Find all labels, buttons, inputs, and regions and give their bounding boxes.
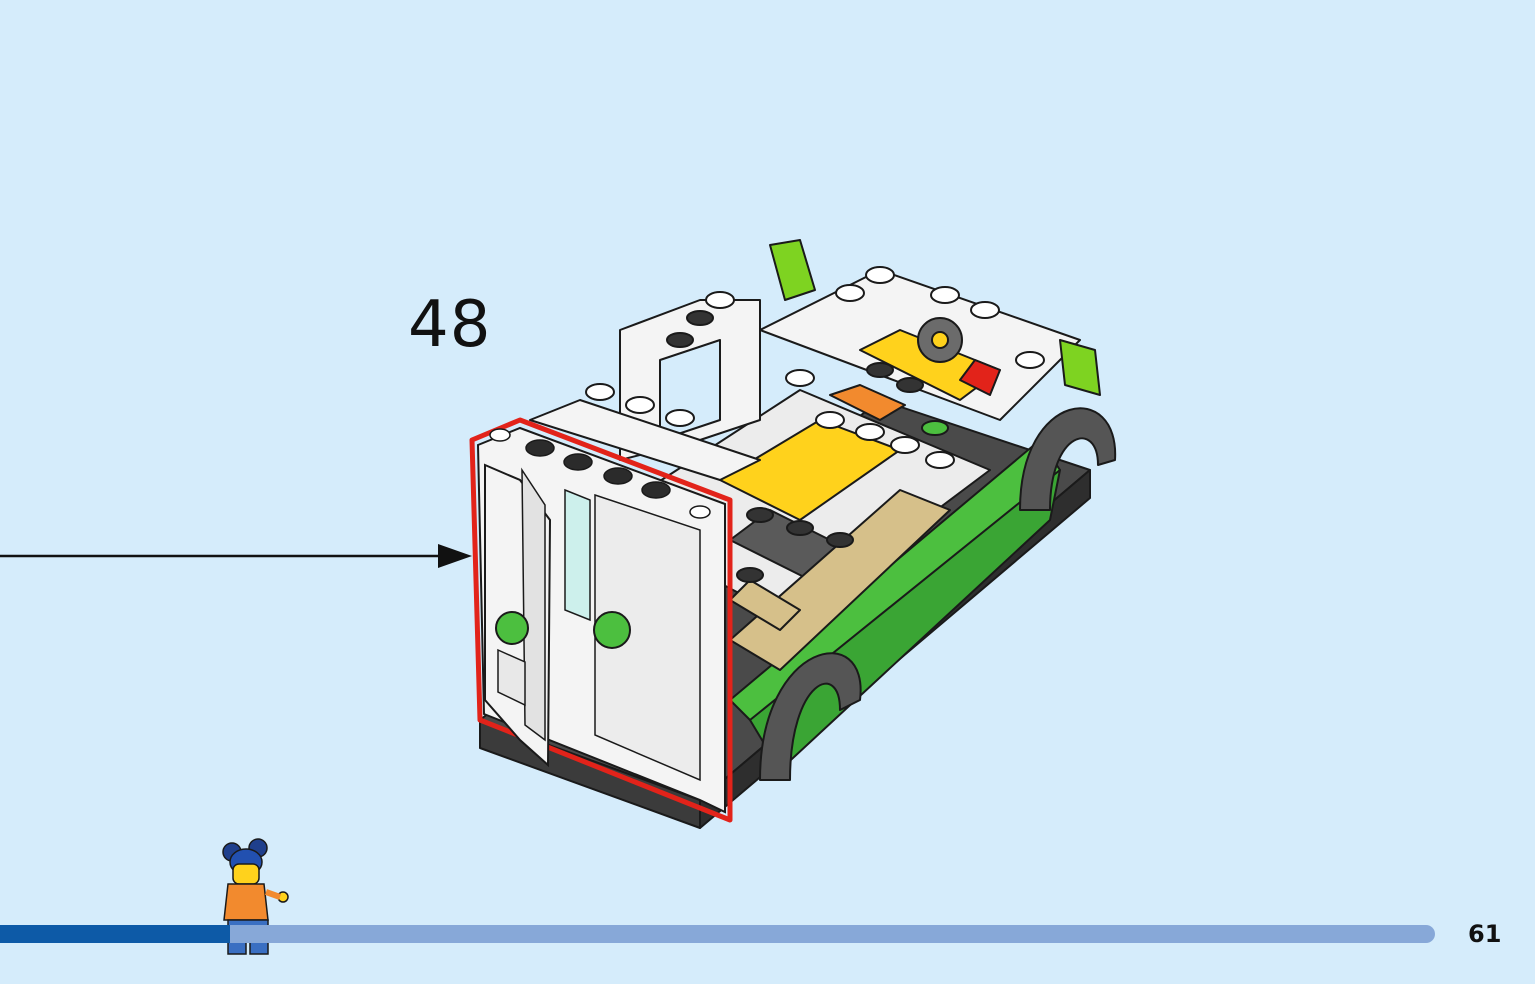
progress-track bbox=[0, 925, 1435, 943]
progress-fill bbox=[0, 925, 230, 943]
step-number: 48 bbox=[408, 288, 492, 362]
arrow-right-icon bbox=[0, 544, 472, 568]
vehicle-model bbox=[479, 239, 1117, 829]
page-number: 61 bbox=[1468, 920, 1502, 948]
new-part-rear-door bbox=[469, 417, 733, 823]
worker-minifigure-icon bbox=[222, 838, 289, 955]
progress-bar bbox=[0, 925, 1435, 943]
